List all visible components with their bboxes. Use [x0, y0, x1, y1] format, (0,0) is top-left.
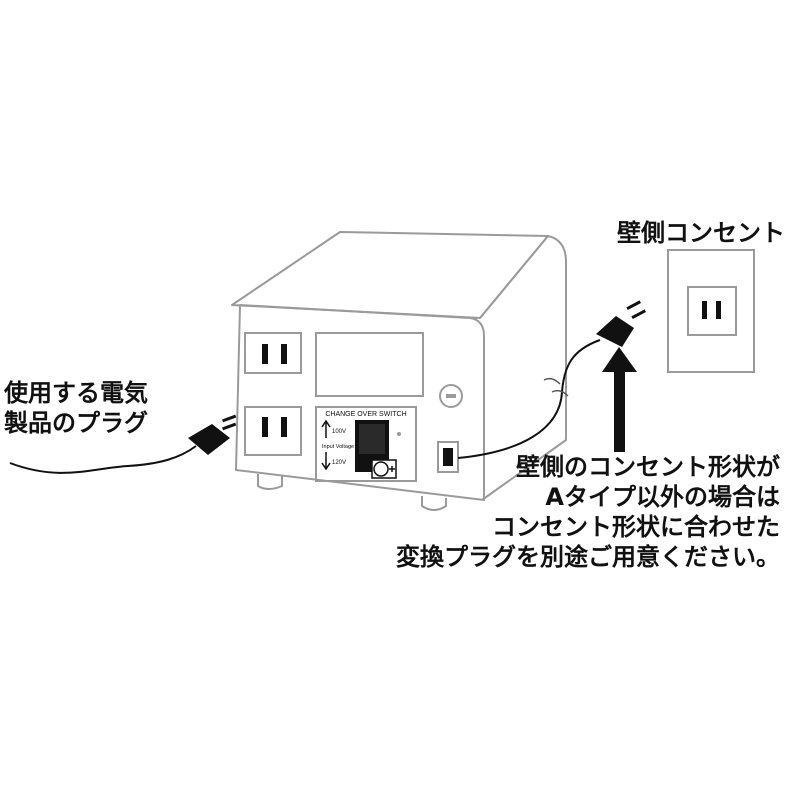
display-window [315, 332, 424, 397]
adjust-dial [371, 459, 397, 479]
wall-outlet-label: 壁側コンセント [617, 219, 785, 247]
cord-break-mark [543, 377, 569, 397]
wall-plug-icon [596, 300, 647, 347]
front-socket-lower [244, 406, 302, 456]
power-knob [439, 384, 463, 408]
appliance-plug-label-line: 製品のプラグ [4, 409, 148, 437]
appliance-plug-icon [188, 414, 237, 455]
input-voltage-caption: Input Voltage [322, 444, 354, 450]
note-line: Aタイプ以外の場合は [545, 483, 780, 511]
indicator-lamp [397, 432, 401, 436]
front-socket-upper [244, 332, 302, 374]
transformer-foot-right [421, 496, 447, 511]
note-line: 壁側のコンセント形状が [516, 453, 780, 481]
wall-outlet [667, 249, 755, 373]
upper-voltage-label: 100V [332, 429, 346, 435]
conversion-plug-note: 壁側のコンセント形状が Aタイプ以外の場合は コンセント形状に合わせた 変換プラ… [396, 452, 780, 572]
appliance-plug-label-line: 使用する電気 [4, 379, 148, 407]
note-line: コンセント形状に合わせた [492, 513, 780, 541]
lower-voltage-label: 120V [332, 460, 346, 466]
note-line: 変換プラグを別途ご用意ください。 [396, 543, 780, 571]
appliance-cord [9, 445, 197, 474]
wall-cord [457, 339, 601, 459]
change-over-switch-panel: CHANGE OVER SWITCH 100V Input Voltage 12… [315, 406, 417, 482]
appliance-plug-label: 使用する電気 製品のプラグ [4, 378, 148, 438]
arrow-down-icon [321, 452, 331, 471]
transformer-foot-left [257, 474, 283, 490]
switch-panel-title: CHANGE OVER SWITCH [325, 411, 406, 418]
transformer-side-face [479, 235, 567, 501]
transformer-top-face [231, 231, 549, 319]
arrow-up-icon [321, 419, 331, 438]
transformer-front-face [235, 304, 485, 501]
pointer-arrow-icon [602, 347, 637, 452]
